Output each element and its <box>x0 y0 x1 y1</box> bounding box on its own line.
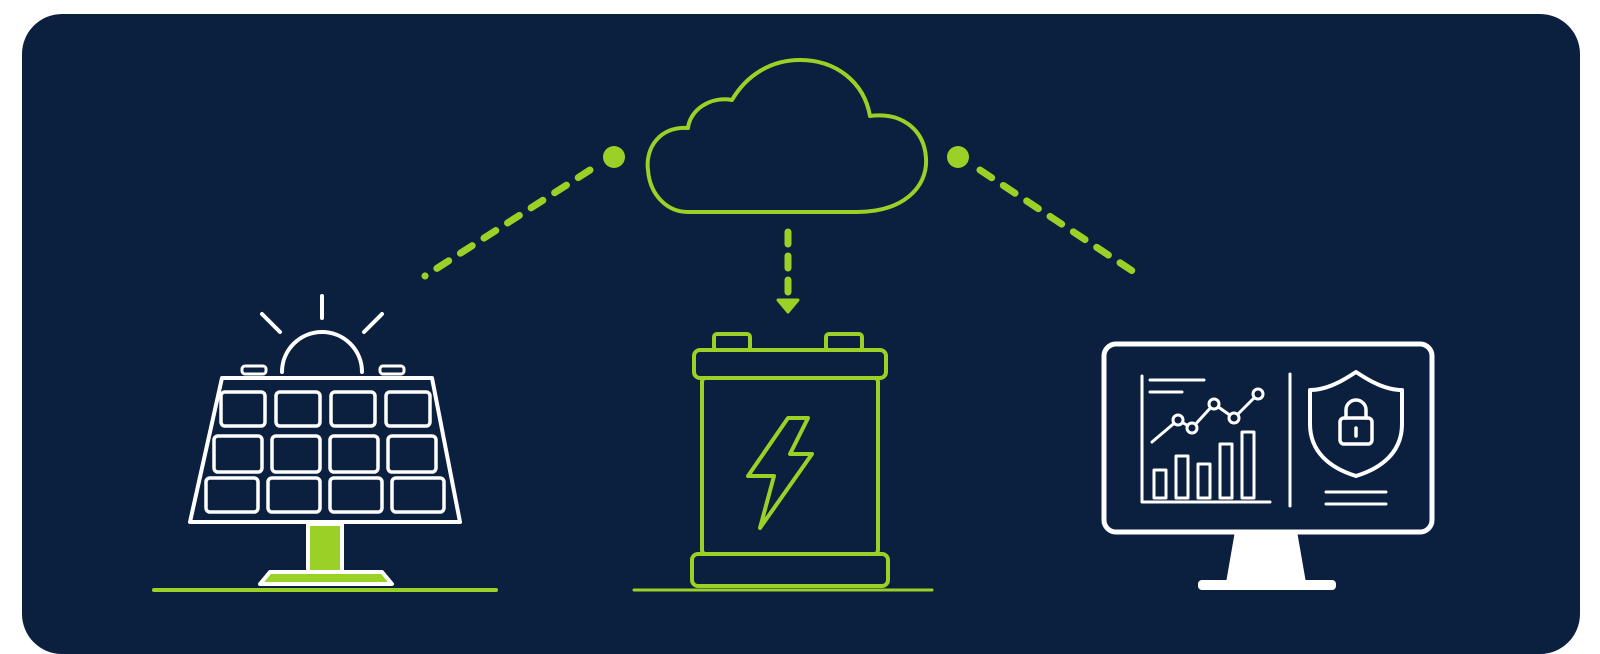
solar-panel-icon <box>152 294 498 592</box>
dashboard-chart-icon <box>1140 374 1272 504</box>
connector-cloud-to-solar <box>421 146 625 280</box>
connector-node <box>603 146 625 168</box>
lightning-bolt-icon <box>746 416 814 530</box>
sun-icon <box>260 294 384 374</box>
connector-node <box>947 146 969 168</box>
shield-lock-icon <box>1308 370 1404 478</box>
connector-cloud-to-monitor <box>947 146 1144 280</box>
cloud-icon <box>645 58 929 214</box>
monitor-dashboard-icon <box>1101 341 1435 590</box>
battery-icon <box>632 332 934 592</box>
arrow-down-icon <box>776 298 800 314</box>
connector-cloud-to-battery <box>776 228 800 314</box>
diagram-panel <box>22 14 1580 654</box>
energy-cloud-diagram <box>152 58 1435 592</box>
